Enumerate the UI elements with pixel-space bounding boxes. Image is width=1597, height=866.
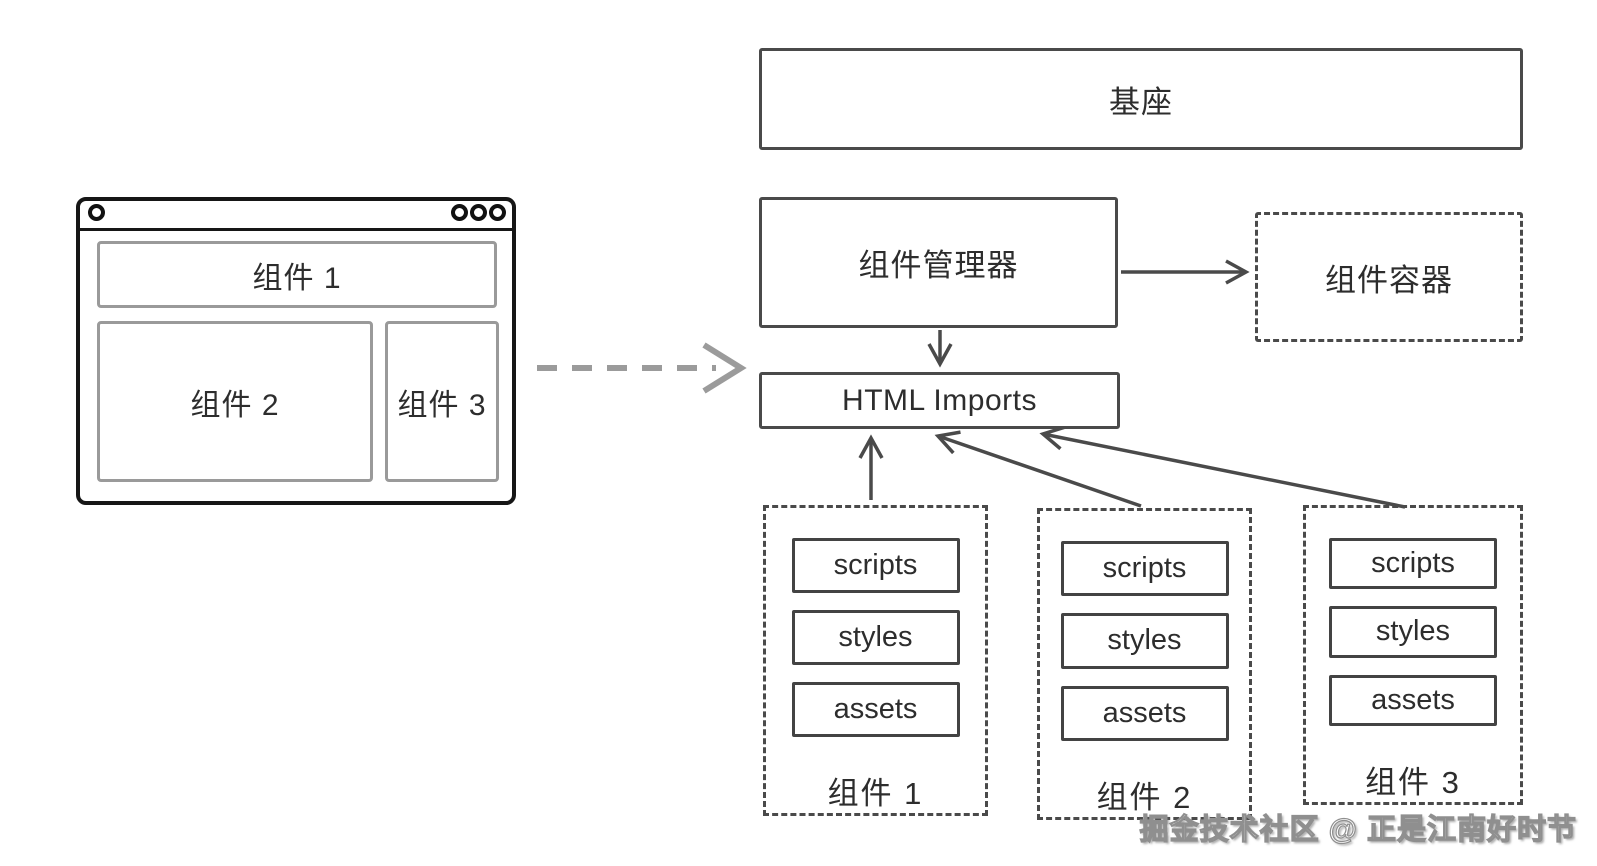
scripts-box: scripts	[1329, 538, 1497, 590]
assets-box: assets	[1329, 674, 1497, 726]
assets-box: assets	[1060, 685, 1229, 741]
scripts-label: scripts	[1371, 547, 1455, 580]
scripts-label: scripts	[833, 549, 918, 581]
dashed-arrow-head-icon	[702, 342, 747, 394]
component-container-label: 组件容器	[1325, 262, 1453, 298]
styles-label: styles	[1107, 624, 1182, 657]
browser-component-2-label: 组件 2	[190, 388, 280, 422]
package-1-label: 组件 1	[827, 776, 924, 811]
assets-label: assets	[833, 693, 918, 725]
window-dot-left-icon	[88, 204, 105, 221]
scripts-box: scripts	[1060, 541, 1229, 597]
styles-box: styles	[791, 610, 960, 665]
browser-component-1-slot: 组件 1	[97, 241, 497, 308]
window-dot-icon	[470, 204, 487, 221]
arrow-package2-to-imports	[934, 430, 1142, 508]
package-3-label: 组件 3	[1365, 764, 1461, 800]
styles-label: styles	[838, 621, 913, 653]
browser-viewport: 组件 1 组件 2 组件 3	[80, 231, 512, 506]
styles-label: styles	[1375, 615, 1451, 648]
styles-box: styles	[1329, 606, 1497, 658]
assets-label: assets	[1102, 696, 1187, 729]
assets-box: assets	[791, 682, 960, 737]
package-component-1: scripts styles assets 组件 1	[763, 505, 988, 816]
package-2-label: 组件 2	[1096, 779, 1193, 815]
package-component-3: scripts styles assets 组件 3	[1303, 505, 1523, 805]
base-label: 基座	[1109, 84, 1173, 120]
component-manager-label: 组件管理器	[858, 248, 1019, 283]
browser-window: 组件 1 组件 2 组件 3	[76, 197, 516, 505]
watermark: 掘金技术社区 @ 正是江南好时节	[1139, 813, 1577, 846]
package-component-2: scripts styles assets 组件 2	[1037, 508, 1252, 820]
component-manager-box: 组件管理器	[759, 197, 1118, 328]
browser-component-2-slot: 组件 2	[97, 321, 373, 482]
component-container-box: 组件容器	[1255, 212, 1523, 342]
html-imports-box: HTML Imports	[759, 372, 1120, 429]
browser-component-3-label: 组件 3	[397, 388, 487, 422]
browser-titlebar	[80, 201, 512, 231]
browser-component-1-label: 组件 1	[252, 261, 342, 295]
html-imports-label: HTML Imports	[842, 383, 1037, 417]
styles-box: styles	[1060, 613, 1229, 669]
window-dot-icon	[489, 204, 506, 221]
browser-component-3-slot: 组件 3	[385, 321, 499, 482]
scripts-label: scripts	[1102, 552, 1187, 585]
arrow-package3-to-imports	[1039, 425, 1406, 509]
base-box: 基座	[759, 48, 1523, 150]
assets-label: assets	[1371, 683, 1455, 716]
window-dot-icon	[451, 204, 468, 221]
scripts-box: scripts	[791, 538, 960, 593]
